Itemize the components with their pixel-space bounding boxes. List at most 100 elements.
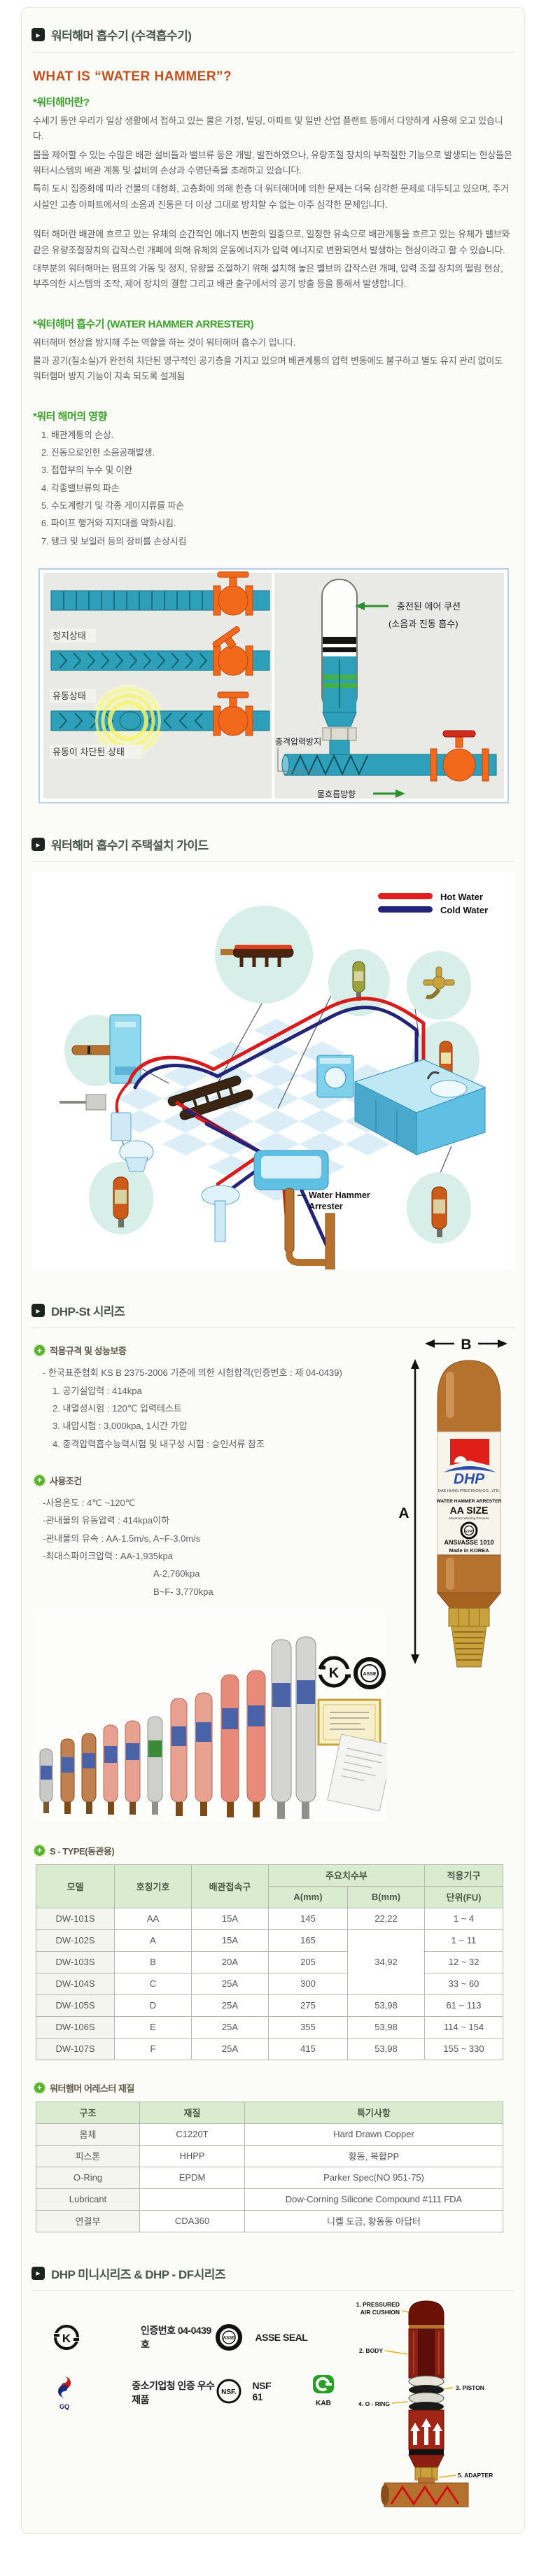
list-item: 2. 진동으로인한 소음공해발생. bbox=[41, 447, 155, 458]
subheading-effects: *워터 해머의 영향 bbox=[33, 410, 107, 423]
nsf-cert-text: NSF 61 bbox=[252, 2379, 272, 2402]
washing-machine bbox=[316, 1055, 354, 1098]
label-flow-direction: 물흐름방향 bbox=[317, 789, 356, 799]
cell-symbol: AA bbox=[114, 1907, 192, 1930]
spec-item: 3. 내압시험 : 3,000kpa, 1시간 가압 bbox=[52, 1421, 188, 1432]
bathtub bbox=[253, 1150, 329, 1190]
origin-label: Made in KOREA bbox=[449, 1547, 489, 1554]
gq-cert-text: 중소기업청 인증 우수제품 bbox=[132, 2379, 215, 2405]
arrester-icon-green bbox=[352, 961, 365, 1001]
condition-item-continued: B~F- 3,770kpa bbox=[153, 1586, 214, 1597]
cell-symbol: A bbox=[114, 1929, 192, 1952]
col-header-structure: 구조 bbox=[36, 2101, 140, 2124]
cell-model: DW-103S bbox=[36, 1950, 115, 1973]
gq-mark-icon bbox=[58, 2376, 71, 2398]
list-item: 4. 각종밸브류의 파손 bbox=[41, 482, 120, 493]
cell-symbol: E bbox=[114, 2015, 192, 2039]
house-install-diagram: Hot Water Cold Water bbox=[31, 872, 514, 1270]
cell-structure: O-Ring bbox=[36, 2166, 140, 2189]
cell-conn: 25A bbox=[191, 1994, 269, 2017]
cell-material: CDA360 bbox=[139, 2209, 245, 2232]
cell-notes: 니켈 도금, 황동동 아답터 bbox=[244, 2209, 503, 2232]
label-shock-prevent: 충격압력방지 bbox=[275, 737, 321, 747]
cell-conn: 15A bbox=[191, 1929, 269, 1952]
product-lineup-photo: K ASSE bbox=[33, 1610, 386, 1820]
cell-model: DW-104S bbox=[36, 1972, 115, 1995]
paragraph: 워터 해머란 배관에 흐르고 있는 유체의 순간적인 에너지 변환의 일종으로,… bbox=[33, 229, 510, 255]
cell-a: 275 bbox=[268, 1994, 348, 2017]
arrester-icon-orange-left bbox=[113, 1176, 129, 1228]
divider bbox=[31, 2290, 514, 2291]
col-header-dimensions: 주요치수부 bbox=[268, 1864, 425, 1887]
cert-row-ks: K 인증번호 04-0439호 bbox=[52, 2323, 215, 2351]
table-row: DW-105S D 25A 275 53,98 61 ~ 113 bbox=[36, 1994, 503, 2017]
product-dimension-figure: B A DHP DAE HUNG PRECISION CO., LTD bbox=[398, 1337, 507, 1668]
col-header-fixture: 적용기구 bbox=[424, 1864, 503, 1887]
col-header-model: 모델 bbox=[36, 1864, 115, 1908]
arrow-badge-icon: ▸ bbox=[31, 2266, 45, 2280]
cell-b: 53,98 bbox=[347, 1994, 425, 2017]
ks-mark-logo: K bbox=[317, 1656, 351, 1688]
kab-mark-icon bbox=[313, 2374, 334, 2393]
pipe-flowing bbox=[50, 626, 270, 676]
gq-label: GQ bbox=[59, 2402, 69, 2410]
cell-fu: 61 ~ 113 bbox=[424, 1994, 503, 2017]
cell-b: 53,98 bbox=[347, 2015, 425, 2039]
stype-table: 모델 호칭기호 배관접속구 주요치수부 적용기구 A(mm) B(mm) 단위(… bbox=[36, 1864, 503, 2060]
legend: Hot Water Cold Water bbox=[378, 892, 488, 915]
legend-hot-water: Hot Water bbox=[440, 892, 483, 902]
svg-text:ASSE: ASSE bbox=[223, 2336, 234, 2340]
cell-conn: 20A bbox=[191, 1950, 269, 1973]
paragraph: 물과 공기(질소실)가 완전히 차단된 영구적인 공기층을 가지고 있으며 배관… bbox=[33, 355, 503, 382]
arrester-cross-section: 충전된 에어 쿠션 (소음과 진동 흡수) 충격압력방지 물흐름방향 bbox=[275, 579, 497, 799]
stype-title: S - TYPE(동관용) bbox=[50, 1845, 115, 1857]
legend-cold-water: Cold Water bbox=[440, 905, 488, 915]
cell-a: 415 bbox=[268, 2037, 348, 2060]
what-is-heading: WHAT IS “WATER HAMMER”? bbox=[33, 69, 232, 84]
svg-text:A: A bbox=[398, 1505, 409, 1521]
cell-fu: 1 ~ 11 bbox=[424, 1929, 503, 1952]
kab-label: KAB bbox=[316, 2399, 331, 2407]
cell-material bbox=[139, 2188, 245, 2211]
table-row: DW-103S B 20A 205 12 ~ 32 bbox=[36, 1950, 503, 1973]
cell-conn: 25A bbox=[191, 2015, 269, 2039]
water-heater bbox=[59, 1014, 141, 1111]
col-header-material: 재질 bbox=[139, 2101, 245, 2124]
section-header-1: ▸ 워터해머 흡수기 (수격흡수기) bbox=[31, 26, 514, 43]
cell-structure: 피스톤 bbox=[36, 2144, 140, 2167]
cell-notes: Hard Drawn Copper bbox=[244, 2123, 503, 2146]
cell-material: C1220T bbox=[139, 2123, 245, 2146]
condition-item-continued: A-2,760kpa bbox=[153, 1568, 200, 1579]
cell-conn: 25A bbox=[191, 1972, 269, 1995]
paragraph: 물을 제어할 수 있는 수많은 배관 설비들과 밸브류 등은 개발, 발전하였으… bbox=[33, 149, 512, 176]
cert-row-gq: GQ 중소기업청 인증 우수제품 bbox=[52, 2375, 215, 2410]
conditions-subsection-title: 사용조건 bbox=[50, 1475, 82, 1486]
svg-text:DHP: DHP bbox=[454, 1471, 485, 1487]
dhp-s-title: DHP-St 시리즈 bbox=[51, 1305, 125, 1319]
cell-model: DW-106S bbox=[36, 2015, 115, 2039]
pipe-still bbox=[50, 571, 270, 616]
arrow-badge-icon: ▸ bbox=[31, 1304, 45, 1318]
standard-label: ANSI/ASSE 1010 bbox=[444, 1539, 493, 1546]
cell-fu: 33 ~ 60 bbox=[424, 1972, 503, 1995]
spec-subsection-header: + 적용규격 및 성능보증 bbox=[34, 1344, 390, 1357]
manifold-icon bbox=[220, 945, 294, 968]
spec-item: 2. 내열성시험 : 120℃ 입력테스트 bbox=[52, 1402, 182, 1414]
list-item: 3. 접합부의 누수 및 이완 bbox=[41, 465, 132, 476]
paragraph: 워터해머 현상을 방지해 주는 역할을 하는 것이 워터해머 흡수기 입니다. bbox=[33, 337, 296, 348]
table-row: DW-104S C 25A 300 33 ~ 60 bbox=[36, 1972, 503, 1995]
label-still: 정지상태 bbox=[52, 631, 86, 641]
subheading-what-is-waterhammer: *워터해머란? bbox=[33, 97, 90, 108]
table-row: DW-106S E 25A 355 53,98 114 ~ 154 bbox=[36, 2015, 503, 2039]
condition-item: -최대스파이크압력 : AA-1,935kpa bbox=[43, 1550, 174, 1561]
paragraph: 수세기 동안 우리가 일상 생활에서 접하고 있는 물은 가정, 빌딩, 아파트… bbox=[33, 115, 503, 142]
effects-list: 1. 배관계통의 손상. 2. 진동으로인한 소음공해발생. 3. 접합부의 누… bbox=[33, 428, 513, 550]
list-item: 1. 배관계통의 손상. bbox=[41, 429, 113, 440]
cell-symbol: F bbox=[114, 2037, 192, 2060]
material-title: 워터햄머 어레스터 재질 bbox=[50, 2083, 134, 2094]
cell-material: HHPP bbox=[139, 2144, 245, 2167]
cell-a: 300 bbox=[268, 1972, 348, 1995]
cell-b-merged: 34,92 bbox=[347, 1929, 425, 1995]
pressure-note: Maximum Working Pressure bbox=[449, 1516, 489, 1520]
